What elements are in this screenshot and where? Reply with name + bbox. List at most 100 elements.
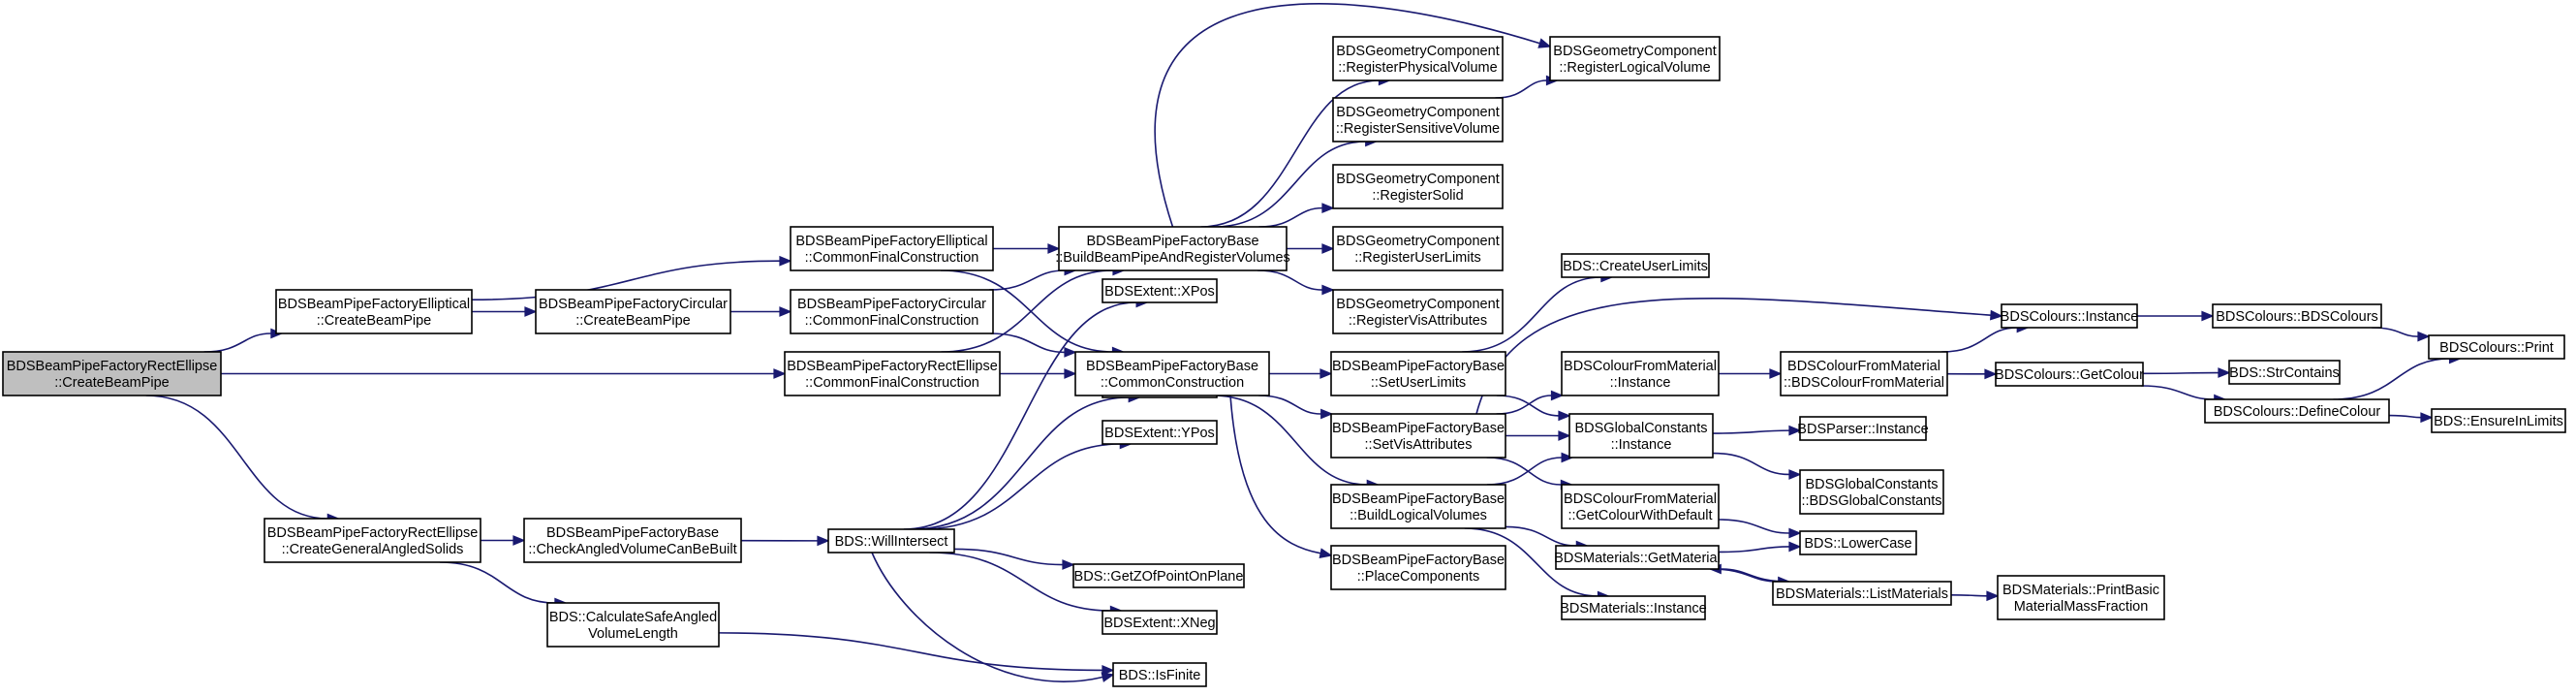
edge-line [2141, 385, 2215, 400]
node-label: ::CommonFinalConstruction [805, 250, 979, 266]
node-reg-log[interactable]: BDSGeometryComponent::RegisterLogicalVol… [1549, 36, 1721, 81]
node-label: BDSMaterials::ListMaterials [1776, 586, 1948, 602]
node-xneg[interactable]: BDSExtent::XNeg [1102, 610, 1218, 635]
arrowhead-icon [1537, 38, 1552, 48]
node-col-def[interactable]: BDSColours::DefineColour [2204, 398, 2390, 424]
node-col-getc[interactable]: BDSColours::GetColour [1995, 362, 2144, 387]
edge-line [1712, 452, 1790, 476]
arrowhead-icon [1561, 452, 1574, 463]
node-label: BDSBeamPipeFactoryBase [1086, 234, 1258, 249]
node-place-comp[interactable]: BDSBeamPipeFactoryBase::PlaceComponents [1330, 545, 1506, 590]
node-box [2431, 408, 2566, 433]
node-box [790, 289, 994, 334]
node-set-vis[interactable]: BDSBeamPipeFactoryBase::SetVisAttributes [1330, 413, 1506, 459]
node-label: BDSParser::Instance [1797, 422, 1928, 437]
arrowhead-icon [2417, 331, 2431, 342]
node-box [1561, 253, 1710, 278]
edge-line [911, 396, 1130, 530]
node-xpos[interactable]: BDSExtent::XPos [1102, 278, 1218, 303]
edge-list-mat-to-print-basic [1950, 590, 2000, 602]
node-isfinite[interactable]: BDS::IsFinite [1112, 662, 1207, 687]
node-box [1074, 351, 1270, 396]
node-ypos[interactable]: BDSExtent::YPos [1102, 420, 1218, 445]
node-will-int[interactable]: BDS::WillIntersect [827, 528, 955, 554]
node-list-mat[interactable]: BDSMaterials::ListMaterials [1772, 581, 1952, 606]
node-box [1997, 575, 2165, 620]
node-gc-ctor[interactable]: BDSGlobalConstants::BDSGlobalConstants [1799, 469, 1944, 515]
node-reg-vis[interactable]: BDSGeometryComponent::RegisterVisAttribu… [1332, 289, 1504, 334]
node-build-reg[interactable]: BDSBeamPipeFactoryBase::BuildBeamPipeAnd… [1055, 226, 1290, 271]
edge-base-check-to-will-int [740, 535, 830, 547]
node-set-ul[interactable]: BDSBeamPipeFactoryBase::SetUserLimits [1330, 351, 1506, 396]
arrowhead-icon [1558, 430, 1571, 441]
node-common-con[interactable]: BDSBeamPipeFactoryBase::CommonConstructi… [1074, 351, 1270, 396]
edge-cfm-getc-to-lower [1718, 519, 1802, 539]
node-label: BDSColourFromMaterial [1787, 359, 1940, 374]
node-box [1102, 278, 1218, 303]
node-create-ul[interactable]: BDS::CreateUserLimits [1561, 253, 1710, 278]
node-reg-user[interactable]: BDSGeometryComponent::RegisterUserLimits [1332, 226, 1504, 271]
edge-line [1718, 519, 1790, 534]
call-nodes: BDSBeamPipeFactoryRectEllipse::CreateBea… [2, 36, 2566, 687]
node-parser-inst[interactable]: BDSParser::Instance [1797, 416, 1929, 441]
node-box [523, 518, 742, 563]
node-label: BDSGeometryComponent [1336, 234, 1499, 249]
node-label: BDSBeamPipeFactoryBase [1332, 359, 1505, 374]
arrowhead-icon [1788, 425, 1802, 436]
node-print-basic[interactable]: BDSMaterials::PrintBasicMaterialMassFrac… [1997, 575, 2165, 620]
edge-line [1505, 525, 1577, 547]
node-mat-getm[interactable]: BDSMaterials::GetMaterial [1554, 545, 1721, 570]
node-gc-inst[interactable]: BDSGlobalConstants::Instance [1568, 413, 1714, 459]
edge-line [2372, 327, 2419, 337]
node-box [790, 226, 994, 271]
node-cfm-inst[interactable]: BDSColourFromMaterial::Instance [1561, 351, 1720, 396]
node-col-print[interactable]: BDSColours::Print [2428, 334, 2565, 360]
node-label: BDSBeamPipeFactoryCircular [539, 297, 728, 312]
node-strcontains[interactable]: BDS::StrContains [2228, 360, 2341, 385]
node-circ-cfc[interactable]: BDSBeamPipeFactoryCircular::CommonFinalC… [790, 289, 994, 334]
node-box [1058, 226, 1288, 271]
edge-build-reg-to-reg-log [1154, 3, 1552, 228]
node-root[interactable]: BDSBeamPipeFactoryRectEllipse::CreateBea… [2, 351, 222, 396]
node-ensure[interactable]: BDS::EnsureInLimits [2431, 408, 2566, 433]
edge-line [203, 332, 271, 353]
edge-gc-inst-to-gc-ctor [1712, 452, 1802, 480]
node-lower[interactable]: BDS::LowerCase [1799, 530, 1917, 555]
node-cfm-getc[interactable]: BDSColourFromMaterial::GetColourWithDefa… [1561, 484, 1720, 529]
node-box [1561, 595, 1706, 620]
node-col-ctor[interactable]: BDSColours::BDSColours [2212, 303, 2382, 329]
node-label: BDSBeamPipeFactoryElliptical [278, 297, 470, 312]
node-label: ::BDSGlobalConstants [1801, 493, 1941, 509]
node-box [2, 351, 222, 396]
edge-list-mat-to-mat-getm [1708, 563, 1789, 583]
node-base-check[interactable]: BDSBeamPipeFactoryBase::CheckAngledVolum… [523, 518, 742, 563]
node-build-lv[interactable]: BDSBeamPipeFactoryBase::BuildLogicalVolu… [1330, 484, 1506, 529]
arrowhead-icon [1788, 541, 1802, 553]
node-mat-inst[interactable]: BDSMaterials::Instance [1560, 595, 1707, 620]
node-reg-phys[interactable]: BDSGeometryComponent::RegisterPhysicalVo… [1332, 36, 1504, 81]
node-label: ::BDSColourFromMaterial [1784, 375, 1944, 391]
node-label: BDSBeamPipeFactoryBase [1332, 491, 1505, 507]
node-cfm-ctor[interactable]: BDSColourFromMaterial::BDSColourFromMate… [1780, 351, 1948, 396]
node-label: MaterialMassFraction [2014, 599, 2149, 615]
node-re-cfc[interactable]: BDSBeamPipeFactoryRectEllipse::CommonFin… [784, 351, 1001, 396]
node-re-cgas[interactable]: BDSBeamPipeFactoryRectEllipse::CreateGen… [264, 518, 481, 563]
arrowhead-icon [2201, 310, 2215, 322]
node-ell-create[interactable]: BDSBeamPipeFactoryElliptical::CreateBeam… [275, 289, 473, 334]
edge-calc-safe-to-isfinite [718, 632, 1115, 676]
edge-circ-create-to-circ-cfc [730, 306, 792, 317]
node-label: BDS::GetZOfPointOnPlane [1074, 569, 1244, 585]
node-label: ::Instance [1611, 437, 1672, 453]
node-label: ::RegisterVisAttributes [1349, 313, 1487, 329]
node-reg-solid[interactable]: BDSGeometryComponent::RegisterSolid [1332, 164, 1504, 209]
node-circ-create[interactable]: BDSBeamPipeFactoryCircular::CreateBeamPi… [535, 289, 731, 334]
arrowhead-icon [1319, 368, 1333, 379]
edge-line [1486, 457, 1563, 486]
arrowhead-icon [2420, 412, 2434, 424]
edge-line [471, 260, 781, 301]
node-col-inst[interactable]: BDSColours::Instance [2001, 303, 2139, 329]
node-reg-sens[interactable]: BDSGeometryComponent::RegisterSensitiveV… [1332, 97, 1504, 142]
node-ell-cfc[interactable]: BDSBeamPipeFactoryElliptical::CommonFina… [790, 226, 994, 271]
node-getz[interactable]: BDS::GetZOfPointOnPlane [1072, 563, 1245, 588]
